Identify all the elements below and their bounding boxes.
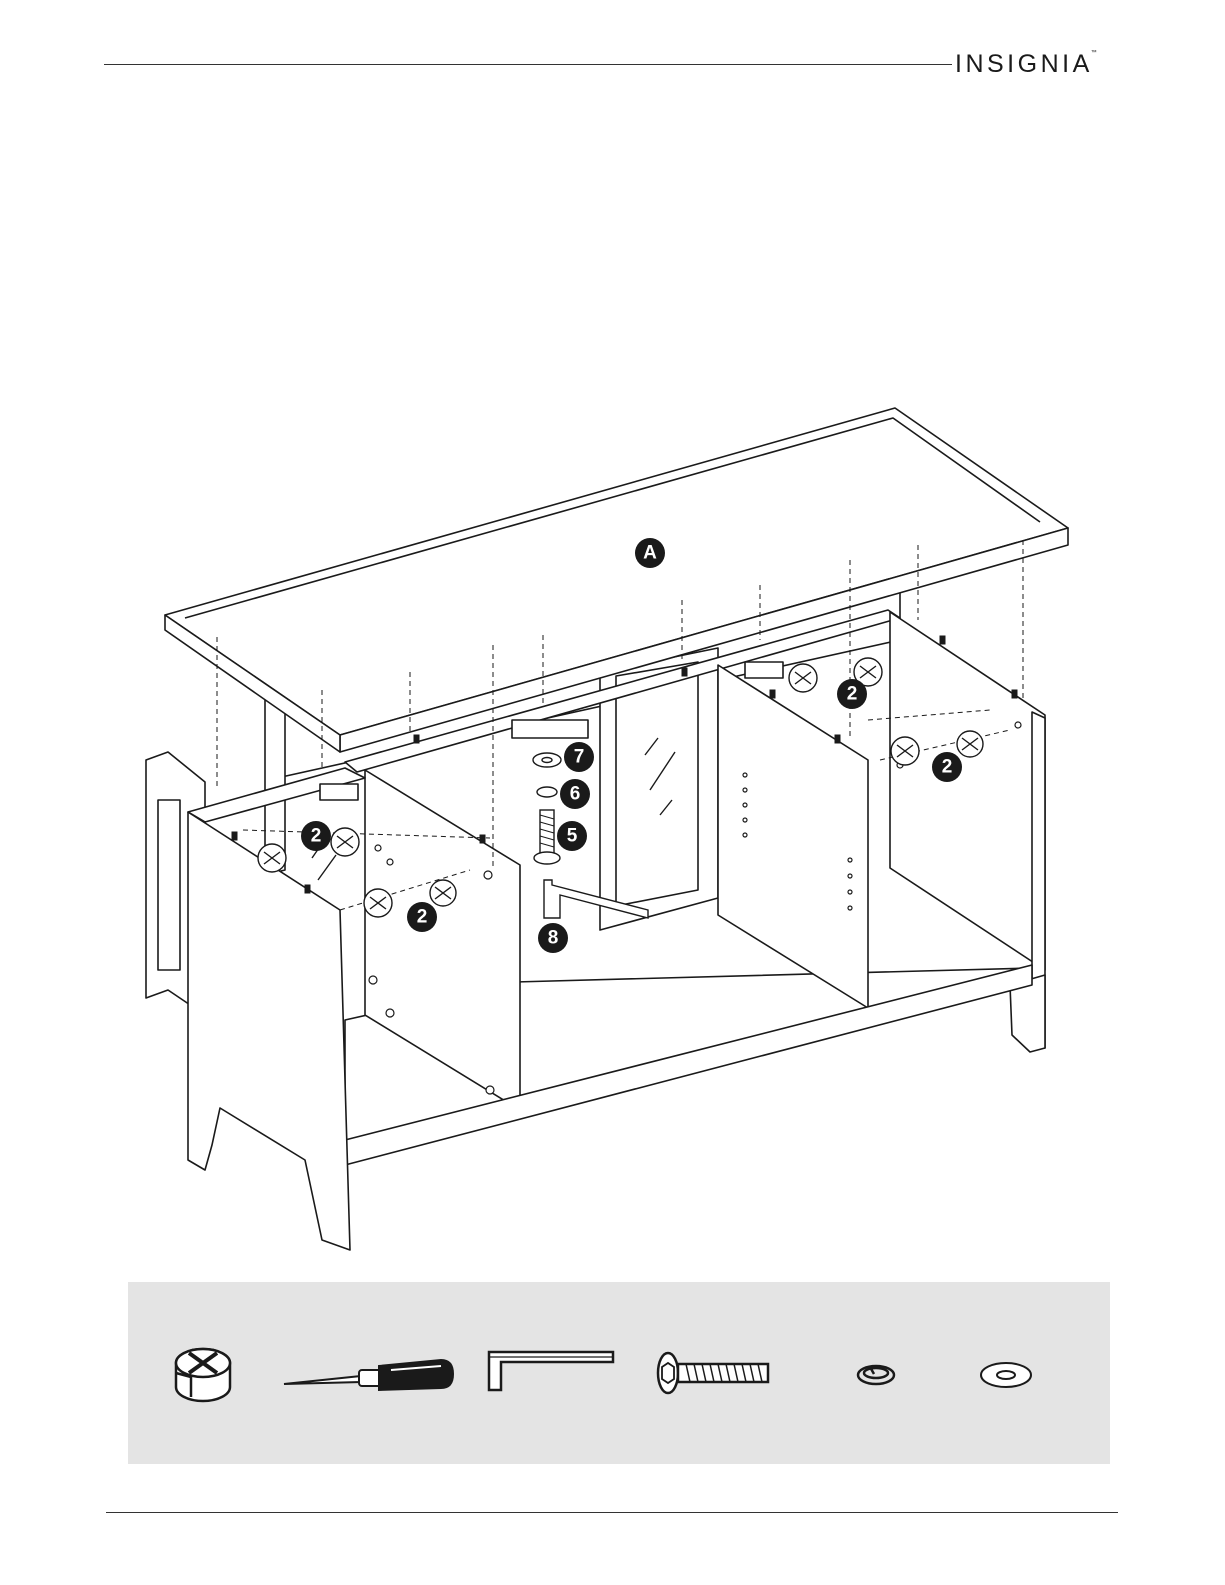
callout-cam-lock-3-label: 2 — [847, 684, 858, 705]
callout-cam-lock-2-label: 2 — [417, 907, 428, 928]
callout-lock-washer-label: 6 — [570, 784, 581, 805]
callout-cam-lock-4: 2 — [932, 752, 962, 782]
callout-cam-lock-3: 2 — [837, 679, 867, 709]
hex-key-icon — [489, 1352, 613, 1390]
hardware-stack — [533, 753, 561, 864]
callout-cam-lock-4-label: 2 — [942, 757, 953, 778]
flat-washer-icon — [981, 1363, 1031, 1387]
callout-a: A — [635, 538, 665, 568]
parts-strip — [128, 1282, 1110, 1464]
lock-washer-icon — [858, 1366, 894, 1384]
hex-bolt-icon — [658, 1353, 768, 1393]
cam-block-left — [320, 784, 358, 800]
right-end-panel — [890, 612, 1045, 970]
callout-flat-washer-label: 7 — [574, 747, 585, 768]
right-divider-panel — [718, 665, 868, 1008]
callout-screw: 5 — [557, 821, 587, 851]
left-door-inset — [158, 800, 180, 970]
callout-cam-lock-2: 2 — [407, 902, 437, 932]
callout-cam-lock-1: 2 — [301, 821, 331, 851]
assembly-drawing: A 2 2 2 2 7 6 5 8 — [0, 0, 1225, 1270]
footer-rule — [106, 1512, 1118, 1513]
cam-block-right — [745, 662, 783, 678]
callout-hex-key: 8 — [538, 923, 568, 953]
phillips-screwdriver-icon — [284, 1360, 453, 1390]
callout-a-label: A — [643, 543, 657, 564]
callout-cam-lock-1-label: 2 — [311, 826, 322, 847]
left-end-panel — [188, 812, 350, 1250]
cam-lock-icon — [176, 1349, 230, 1401]
callout-hex-key-label: 8 — [548, 928, 559, 949]
callout-flat-washer: 7 — [564, 742, 594, 772]
callout-lock-washer: 6 — [560, 779, 590, 809]
center-glass-pane — [616, 662, 698, 906]
center-bracket — [512, 720, 588, 738]
callout-screw-label: 5 — [567, 826, 578, 847]
